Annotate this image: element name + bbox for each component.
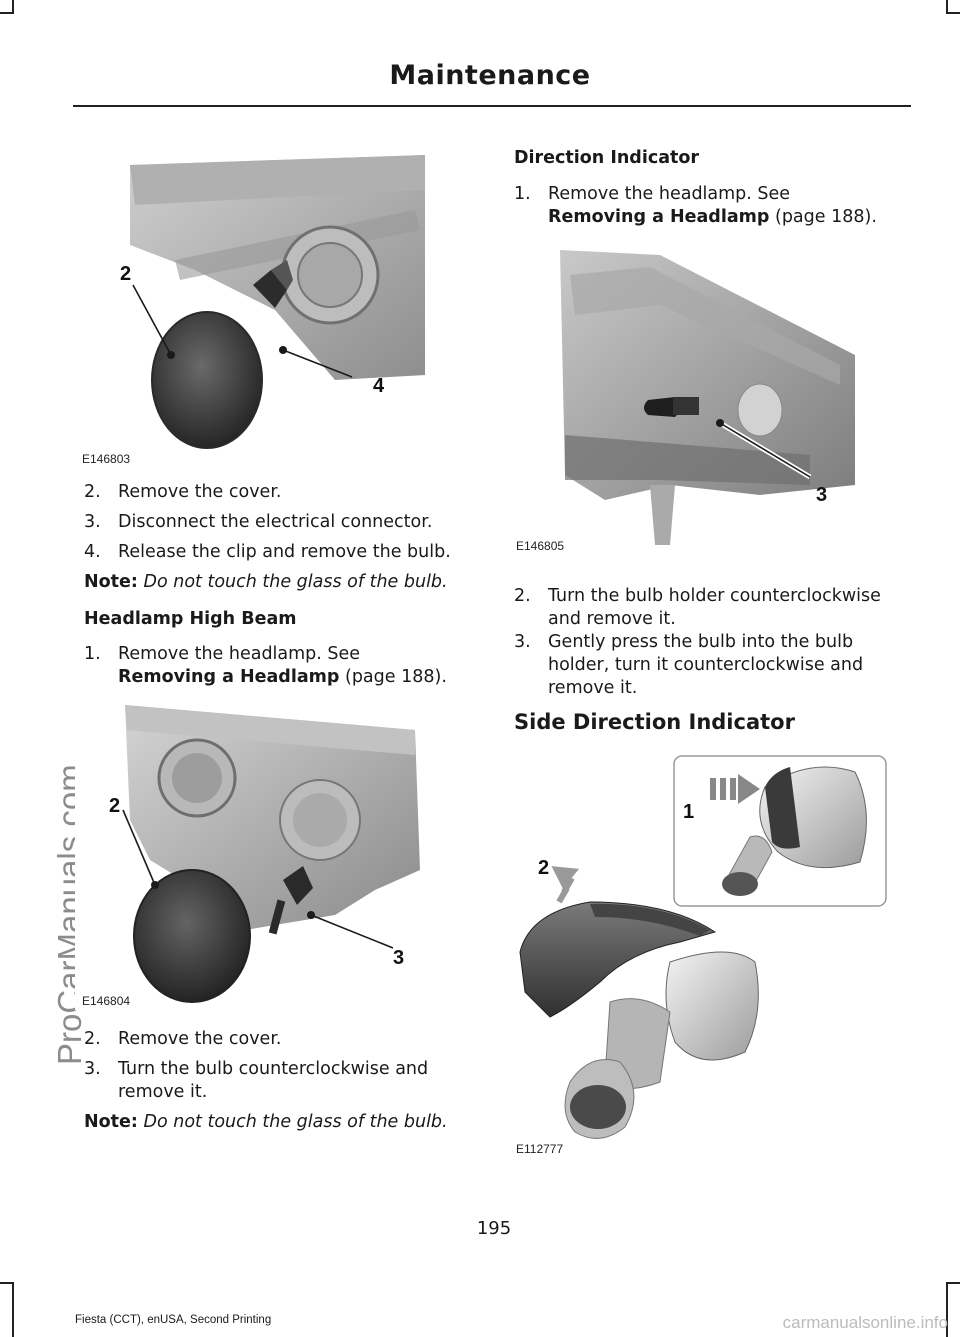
- figure-id: E112777: [516, 1142, 564, 1156]
- crop-mark-bottom-left: [12, 1282, 14, 1337]
- cross-reference[interactable]: Removing a Headlamp (page 188).: [118, 667, 447, 687]
- headlamp-rear-illustration: 2 3: [109, 705, 420, 1003]
- callout-2: 2: [538, 857, 549, 879]
- figure-direction-indicator-bulb: 3 E146805: [510, 245, 860, 555]
- page-number: 195: [476, 1218, 512, 1239]
- cross-reference[interactable]: Removing a Headlamp (page 188).: [548, 207, 877, 227]
- section-heading-side-direction-indicator: Side Direction Indicator: [514, 710, 795, 734]
- headlamp-rear-illustration: 2 4: [120, 155, 425, 449]
- callout-1: 1: [683, 801, 694, 823]
- crop-mark-top-left: [0, 12, 14, 14]
- crop-mark-bottom-left: [0, 1282, 14, 1284]
- callout-2: 2: [109, 795, 120, 817]
- title-divider: [73, 105, 911, 107]
- figure-headlamp-low-beam: 2 4 E146803: [75, 150, 425, 470]
- footer-watermark: carmanualsonline.info: [782, 1313, 948, 1332]
- callout-4: 4: [373, 375, 385, 397]
- door-mirror-illustration: 1 2: [519, 755, 887, 1139]
- figure-headlamp-high-beam: 2 3 E146804: [75, 700, 425, 1010]
- crop-mark-top-right: [946, 0, 948, 14]
- crop-mark-top-right: [946, 12, 960, 14]
- crop-mark-top-left: [12, 0, 14, 14]
- section-heading-direction-indicator: Direction Indicator: [514, 148, 700, 168]
- callout-3: 3: [816, 484, 827, 506]
- figure-id: E146805: [516, 539, 565, 553]
- page-title: Maintenance: [389, 60, 591, 91]
- footer-edition: Fiesta (CCT), enUSA, Second Printing: [75, 1314, 272, 1326]
- crop-mark-bottom-right: [946, 1282, 948, 1337]
- note: Note: Do not touch the glass of the bulb…: [84, 1112, 448, 1132]
- callout-3: 3: [393, 947, 404, 969]
- crop-mark-bottom-right: [946, 1282, 960, 1284]
- figure-id: E146804: [82, 994, 131, 1008]
- section-heading-high-beam: Headlamp High Beam: [84, 609, 297, 629]
- figure-id: E146803: [82, 452, 131, 466]
- callout-2: 2: [120, 263, 131, 285]
- figure-side-mirror: 1 2 E112777: [510, 752, 890, 1162]
- note: Note: Do not touch the glass of the bulb…: [84, 572, 448, 592]
- headlamp-underside-illustration: 3: [560, 250, 855, 545]
